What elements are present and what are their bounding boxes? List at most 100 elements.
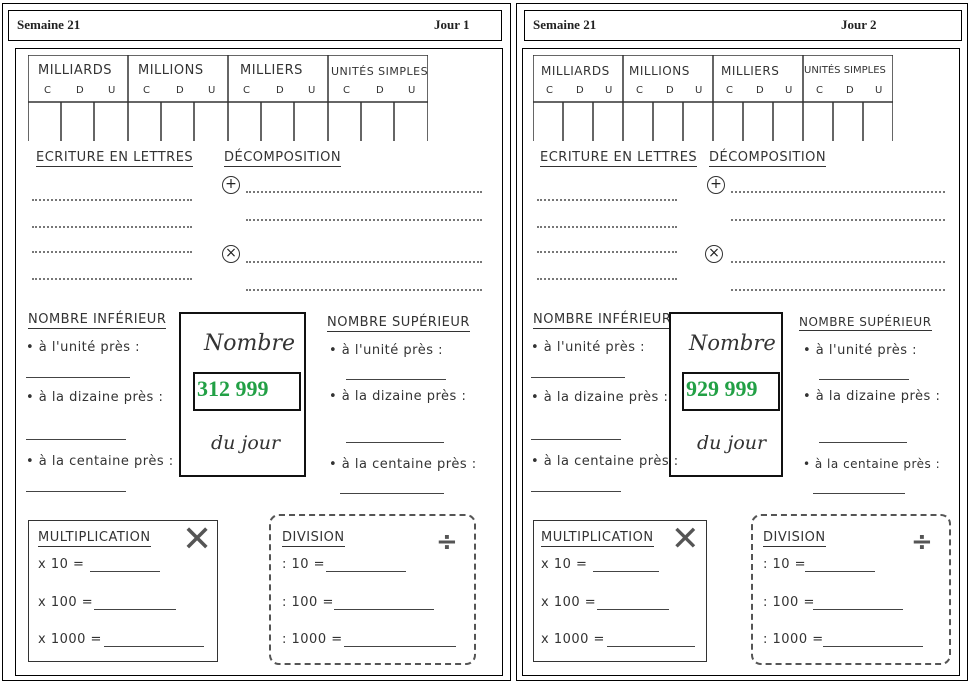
answer-line[interactable]: [326, 571, 406, 572]
answer-line[interactable]: [334, 609, 434, 610]
dizaine-label: • à la dizaine près :: [329, 389, 467, 404]
ecriture-heading: ECRITURE EN LETTRES: [36, 150, 194, 167]
answer-line[interactable]: [593, 571, 659, 572]
week-label: Semaine 21: [533, 17, 597, 32]
decomposition-line[interactable]: [246, 191, 482, 193]
decomposition-line[interactable]: [731, 219, 945, 221]
header-left: Semaine 21 Jour 1: [8, 10, 502, 41]
division-heading: DIVISION: [282, 530, 345, 547]
answer-line[interactable]: [823, 646, 923, 647]
answer-line[interactable]: [805, 571, 875, 572]
answer-line[interactable]: [346, 379, 446, 380]
answer-line[interactable]: [26, 439, 126, 440]
cdu-label: D: [376, 85, 385, 96]
dizaine-label: • à la dizaine près :: [26, 390, 164, 405]
answer-line[interactable]: [26, 377, 130, 378]
d1000-label: : 1000 =: [763, 632, 824, 647]
writing-line[interactable]: [537, 278, 677, 280]
header-right: Semaine 21 Jour 2: [524, 10, 962, 41]
cdu-label: U: [208, 85, 216, 96]
cdu-label: U: [785, 85, 793, 96]
answer-line[interactable]: [531, 491, 621, 492]
cdu-label: C: [546, 85, 554, 96]
dizaine-label: • à la dizaine près :: [531, 390, 669, 405]
answer-line[interactable]: [813, 609, 903, 610]
cdu-label: C: [143, 85, 151, 96]
class-millions: MILLIONS: [138, 63, 204, 78]
number-field: [682, 372, 780, 411]
centaine-label: • à la centaine près :: [329, 457, 477, 472]
inferieur-heading: NOMBRE INFÉRIEUR: [28, 312, 167, 329]
centaine-label: • à la centaine près :: [803, 457, 941, 471]
decomposition-line[interactable]: [246, 261, 482, 263]
multiplication-heading: MULTIPLICATION: [541, 530, 654, 547]
number-value: 929 999: [686, 376, 758, 401]
superieur-heading: NOMBRE SUPÉRIEUR: [799, 315, 932, 331]
answer-line[interactable]: [607, 646, 695, 647]
answer-line[interactable]: [531, 439, 621, 440]
division-frame: [269, 514, 476, 665]
class-unites: UNITÉS SIMPLES: [331, 65, 429, 78]
writing-line[interactable]: [32, 199, 192, 201]
answer-line[interactable]: [340, 493, 444, 494]
cdu-label: C: [726, 85, 734, 96]
d10-label: : 10 =: [282, 557, 326, 572]
writing-line[interactable]: [537, 226, 677, 228]
decomposition-line[interactable]: [731, 289, 945, 291]
cdu-label: C: [816, 85, 824, 96]
class-unites: UNITÉS SIMPLES: [804, 65, 886, 76]
class-milliers: MILLIERS: [240, 63, 303, 78]
multiplication-heading: MULTIPLICATION: [38, 530, 151, 547]
answer-line[interactable]: [26, 491, 126, 492]
answer-line[interactable]: [90, 571, 160, 572]
du-jour-title: du jour: [697, 432, 767, 454]
answer-line[interactable]: [531, 377, 625, 378]
answer-line[interactable]: [94, 609, 176, 610]
week-label: Semaine 21: [17, 17, 81, 32]
unite-label: • à l'unité près :: [803, 343, 917, 358]
superieur-heading: NOMBRE SUPÉRIEUR: [327, 315, 470, 332]
cdu-label: D: [76, 85, 85, 96]
cdu-label: D: [846, 85, 855, 96]
division-frame: [751, 514, 951, 665]
multiply-icon: ✕: [671, 519, 700, 559]
answer-line[interactable]: [346, 442, 444, 443]
writing-line[interactable]: [537, 251, 677, 253]
place-value-table: [533, 55, 893, 141]
day-label: Jour 1: [434, 17, 470, 32]
writing-line[interactable]: [32, 278, 192, 280]
writing-line[interactable]: [32, 251, 192, 253]
decomposition-line[interactable]: [246, 289, 482, 291]
ecriture-heading: ECRITURE EN LETTRES: [540, 150, 698, 167]
writing-line[interactable]: [32, 226, 192, 228]
worksheet-right: MILLIARDS MILLIONS MILLIERS UNITÉS SIMPL…: [522, 48, 960, 676]
x10-label: x 10 =: [38, 557, 85, 572]
answer-line[interactable]: [819, 379, 909, 380]
cdu-label: U: [605, 85, 613, 96]
answer-line[interactable]: [344, 646, 456, 647]
times-icon: ×: [222, 245, 240, 263]
centaine-label: • à la centaine près :: [531, 454, 679, 469]
answer-line[interactable]: [819, 442, 907, 443]
cdu-label: C: [243, 85, 251, 96]
decomposition-line[interactable]: [731, 191, 945, 193]
inferieur-heading: NOMBRE INFÉRIEUR: [533, 312, 672, 329]
times-icon: ×: [705, 245, 723, 263]
answer-line[interactable]: [813, 493, 905, 494]
class-milliards: MILLIARDS: [541, 64, 610, 78]
day-label: Jour 2: [841, 17, 877, 32]
number-of-day-box: [669, 312, 783, 477]
answer-line[interactable]: [597, 609, 669, 610]
cdu-label: U: [408, 85, 416, 96]
cdu-label: D: [276, 85, 285, 96]
x100-label: x 100 =: [541, 595, 597, 610]
decomposition-line[interactable]: [731, 261, 945, 263]
decomposition-line[interactable]: [246, 219, 482, 221]
class-milliers: MILLIERS: [721, 64, 780, 78]
cdu-label: U: [308, 85, 316, 96]
answer-line[interactable]: [104, 646, 204, 647]
cdu-label: C: [44, 85, 52, 96]
writing-line[interactable]: [537, 199, 677, 201]
x1000-label: x 1000 =: [541, 632, 605, 647]
plus-icon: +: [222, 176, 240, 194]
